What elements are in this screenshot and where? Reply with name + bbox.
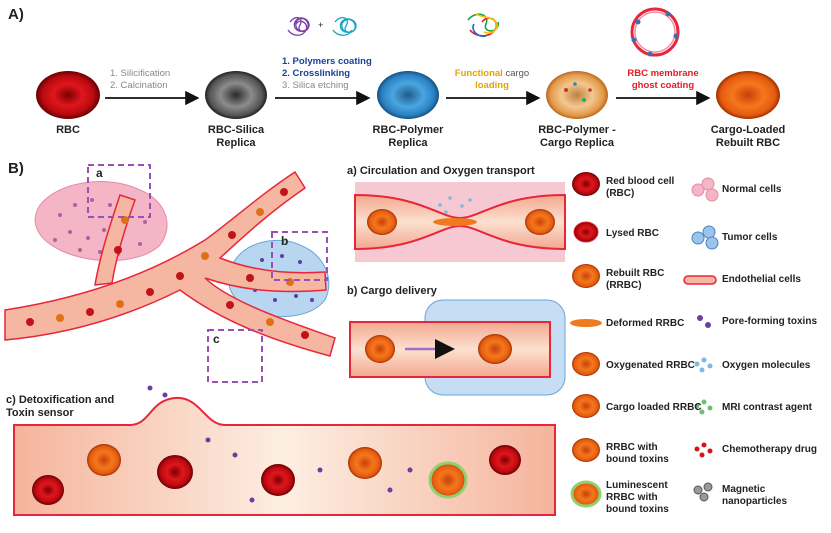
step4-line1: RBC membrane [627,68,699,79]
legend-lysed-label: Lysed RBC [606,228,659,239]
circulation-vessel [354,182,566,262]
legend-icons-left [570,172,602,508]
legend-chemo-label: Chemotherapy drug [722,444,818,455]
vessel-cells [26,188,309,339]
legend-mri-label: MRI contrast agent [722,402,813,413]
zoom-label-a: a [96,166,103,180]
normal-cell-cluster [34,181,168,262]
legend-oxygen-icon [694,357,713,373]
zoom-label-c: c [213,332,220,346]
sub-title-c-line1: c) Detoxification and [6,394,115,406]
plus-sign: + [318,20,324,30]
polymer-coil-purple-icon [287,16,310,36]
legend-cargo-label: Cargo loaded RRBC [606,402,702,413]
legend-normal-label: Normal cells [722,184,782,195]
step2-text: 1. Polymers coating 2. Crosslinking 3. S… [282,56,372,92]
zoom-box-b [271,231,328,281]
legend-deformed-rrbc-icon [570,319,602,327]
stage-label-cargo: RBC-Polymer -Cargo Replica [538,124,616,149]
membrane-ghost-ring-icon [630,7,680,57]
stage-polymer-cell [377,71,439,119]
legend-endothelial-label: Endothelial cells [722,274,801,285]
legend-icons-right [683,177,719,502]
step1-line1: 1. Silicification [110,68,171,79]
step1-text: 1. Silicification 2. Calcination [110,68,170,92]
panel-a-label: A) [8,6,24,23]
step3-highlight: Functional [454,68,503,79]
legend-chemo-icon [694,442,713,458]
legend-luminescent-rrbc-icon [570,480,602,508]
legend-toxin-rrbc-icon [572,438,600,462]
detox-vessel [13,385,556,516]
functional-cargo-coil-icon [467,13,499,38]
legend-oxygenated-rrbc-icon [572,352,600,376]
legend-oxygen-label: Oxygen molecules [722,360,811,371]
step4-line2: ghost coating [631,80,695,91]
legend-rrbc-icon [572,264,600,288]
stage-label-polymer: RBC-Polymer Replica [372,124,444,149]
stage-rebuilt-cell [716,71,780,119]
legend-normal-cells-icon [691,177,719,202]
sub-title-b: b) Cargo delivery [347,285,437,297]
legend-deformed-label: Deformed RRBC [606,318,685,329]
sub-title-c-line2: Toxin sensor [6,407,74,419]
legend-magnetic-icon [693,482,713,502]
legend-cargo-rrbc-icon [572,394,600,418]
legend-mri-icon [694,399,713,415]
stage-label-rebuilt: Cargo-Loaded Rebuilt RBC [710,124,786,149]
step3-line2: loading [475,80,509,91]
stage-label-rbc: RBC [56,124,80,136]
sub-title-a: a) Circulation and Oxygen transport [347,165,535,177]
legend-endothelial-icon [683,275,717,285]
panel-b-label: B) [8,160,24,177]
step2-line1: 1. Polymers coating [282,56,372,67]
step2-line2: 2. Crosslinking [282,68,351,79]
step2-line3: 3. Silica etching [282,80,349,91]
zoom-box-c [207,329,263,383]
zoom-label-b: b [281,234,289,248]
legend-rbc-label: Red blood cell(RBC) [606,176,675,199]
legend-tumor-cells-icon [691,225,719,250]
step3-rest: cargo [502,68,530,79]
legend-toxin-icon [697,315,711,328]
cargo-delivery-vessel [349,299,566,396]
legend-tumor-label: Tumor cells [722,232,778,243]
step1-line2: 2. Calcination [110,80,168,91]
polymer-coil-cyan-icon [332,16,357,36]
legend-rrbc-label: Rebuilt RBC(RRBC) [606,268,665,291]
stage-silica-cell [205,71,267,119]
legend-lysed-rbc-icon [573,221,599,243]
stage-label-silica: RBC-Silica Replica [207,124,265,149]
legend-rbc-icon [572,172,600,196]
legend-pore-label: Pore-forming toxins [722,316,818,327]
legend-oxygenated-label: Oxygenated RRBC [606,360,695,371]
sub-title-c: c) Detoxification and Toxin sensor [6,394,114,420]
step3-text: Functional cargo loading [452,68,532,92]
stage-cargo-cell [546,71,608,119]
step4-text: RBC membrane ghost coating [620,68,706,92]
stage-rbc-cell [36,71,100,119]
zoom-box-a [87,164,151,218]
